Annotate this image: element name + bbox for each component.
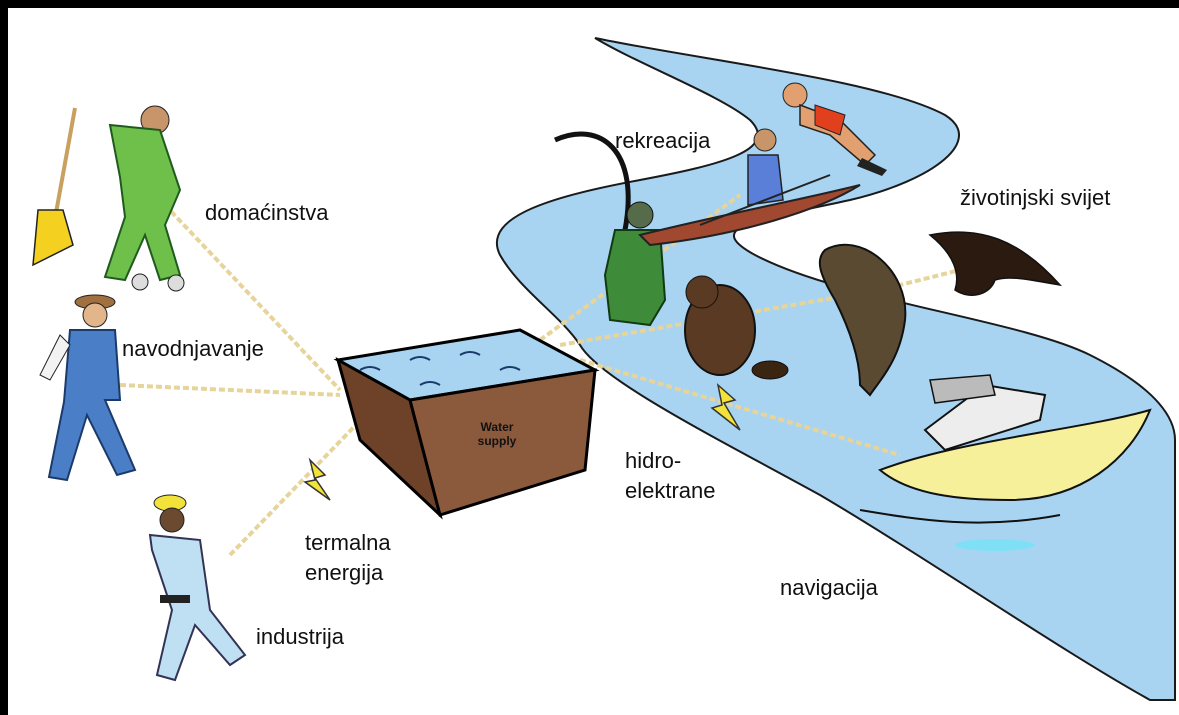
tank-label: Water supply [462, 420, 532, 448]
bird-figure [930, 232, 1060, 295]
label-households: domaćinstva [205, 200, 329, 226]
label-navigation: navigacija [780, 575, 878, 601]
rope-households [165, 205, 340, 390]
tank-label-line2: supply [462, 434, 532, 448]
rope-irrigation [120, 385, 340, 395]
label-hydro-line2: elektrane [625, 478, 716, 504]
household-worker-figure [33, 106, 184, 291]
label-irrigation: navodnjavanje [122, 336, 264, 362]
lightning-bolt-icon [305, 460, 330, 500]
industry-worker-figure [150, 495, 245, 680]
label-recreation: rekreacija [615, 128, 710, 154]
label-hydro-line1: hidro- [625, 448, 681, 474]
label-thermal-line1: termalna [305, 530, 391, 556]
tank-label-line1: Water [462, 420, 532, 434]
label-thermal-line2: energija [305, 560, 383, 586]
irrigation-farmer-figure [40, 295, 135, 480]
label-industry: industrija [256, 624, 344, 650]
label-wildlife: životinjski svijet [960, 185, 1110, 211]
